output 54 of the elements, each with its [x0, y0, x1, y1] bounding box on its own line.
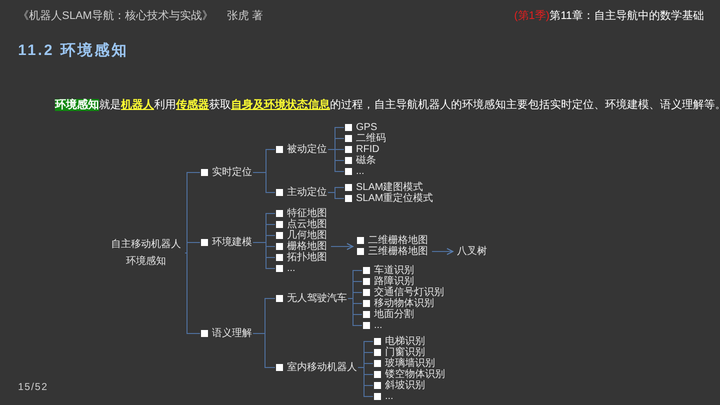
node-label: 玻璃墙识别 [385, 358, 435, 369]
node-label: 特征地图 [287, 208, 327, 219]
node-label: 环境建模 [212, 237, 252, 248]
node-label: RFID [356, 144, 380, 155]
arrow [330, 243, 354, 250]
node-label: SLAM重定位模式 [356, 193, 434, 204]
season-text: (第1季) [514, 9, 550, 24]
node-label: 磁条 [356, 155, 376, 166]
brace-line [358, 367, 374, 397]
node-label: 语义理解 [212, 328, 252, 339]
brace-line [252, 172, 276, 193]
node-label: 斜坡识别 [385, 380, 425, 391]
book-title: 《机器人SLAM导航：核心技术与实战》 [18, 8, 213, 24]
author-text: 张虎 著 [226, 8, 264, 24]
brace-line [328, 149, 344, 172]
node-label: 八叉树 [457, 246, 487, 257]
node-label: 拓扑地图 [287, 252, 327, 263]
node-label: 几何地图 [287, 230, 327, 241]
section-title: 11.2 环境感知 [18, 41, 129, 61]
intro-paragraph: 环境感知就是机器人利用传感器获取自身及环境状态信息的过程，自主导航机器人的环境感知主要包括实时定位、环境建模、语义理解等。 [55, 98, 720, 113]
node-label: ... [356, 166, 364, 177]
node-label: 镂空物体识别 [385, 369, 445, 380]
brace-line [252, 333, 276, 368]
node-label: 点云地图 [287, 219, 327, 230]
node-label: 被动定位 [287, 144, 327, 155]
brace-line [184, 242, 200, 254]
node-label: 栅格地图 [287, 241, 327, 252]
node-label: 室内移动机器人 [287, 362, 357, 373]
brace-line [348, 298, 362, 326]
node-label: 地面分割 [374, 309, 414, 320]
chapter-title: 第11章：自主导航中的数学基础 [550, 8, 704, 24]
node-label: ... [374, 320, 382, 331]
node-label: 门窗识别 [385, 347, 425, 358]
node-label: 自主移动机器人环境感知 [110, 238, 182, 269]
node-label: 交通信号灯识别 [374, 287, 444, 298]
node-label: 主动定位 [287, 187, 327, 198]
node-label: 移动物体识别 [374, 298, 434, 309]
node-label: 车道识别 [374, 265, 414, 276]
node-label: 二维码 [356, 133, 386, 144]
node-label: SLAM建图模式 [356, 182, 424, 193]
brace-line [252, 242, 276, 269]
node-label: ... [385, 391, 394, 402]
page-number: 15/52 [18, 381, 48, 395]
node-label: 实时定位 [212, 167, 252, 178]
node-label: 三维栅格地图 [368, 246, 428, 257]
brace-line [328, 192, 344, 199]
brace-line [184, 252, 200, 334]
arrow [432, 248, 454, 255]
node-label: 无人驾驶汽车 [287, 293, 347, 304]
node-label: 电梯识别 [385, 336, 425, 347]
node-label: GPS [356, 122, 378, 133]
node-label: 路障识别 [374, 276, 414, 287]
node-label: 二维栅格地图 [368, 235, 428, 246]
node-label: ... [287, 263, 296, 274]
